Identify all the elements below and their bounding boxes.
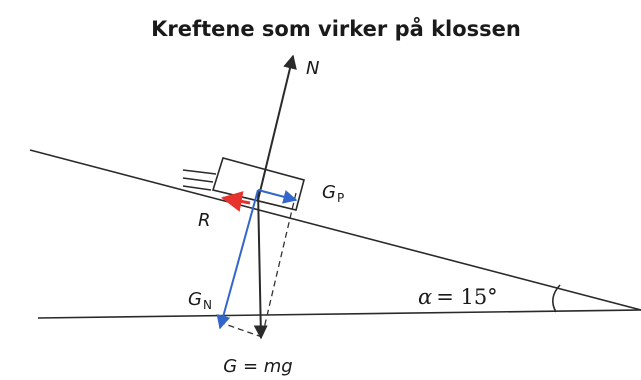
dashed-helper-lines: [218, 192, 297, 338]
label-normal-component: GN: [188, 289, 212, 312]
diagram-title: Kreftene som virker på klossen: [151, 16, 521, 41]
label-angle-symbol: α: [418, 285, 432, 309]
label-gravity: G = mg: [223, 356, 292, 377]
parallel-component-arrow: [257, 189, 298, 204]
ground-line: [37, 309, 641, 319]
label-parallel-main: G: [322, 182, 336, 203]
gravity-arrow: [253, 189, 268, 340]
label-parallel-sub: P: [337, 191, 344, 205]
label-normal-comp-main: G: [188, 289, 202, 310]
normal-force-arrow: [257, 54, 297, 201]
label-normal-comp-sub: N: [203, 298, 212, 312]
normal-component-arrow: [216, 189, 259, 330]
label-parallel-component: GP: [322, 182, 344, 205]
label-friction: R: [198, 210, 211, 231]
incline-line: [29, 149, 641, 311]
label-normal-force: N: [306, 58, 319, 79]
label-angle-value: = 15°: [436, 285, 498, 309]
friction-arrow: [220, 191, 251, 212]
motion-lines: [182, 169, 217, 191]
angle-arc: [552, 284, 561, 313]
label-angle: α= 15°: [418, 285, 498, 309]
